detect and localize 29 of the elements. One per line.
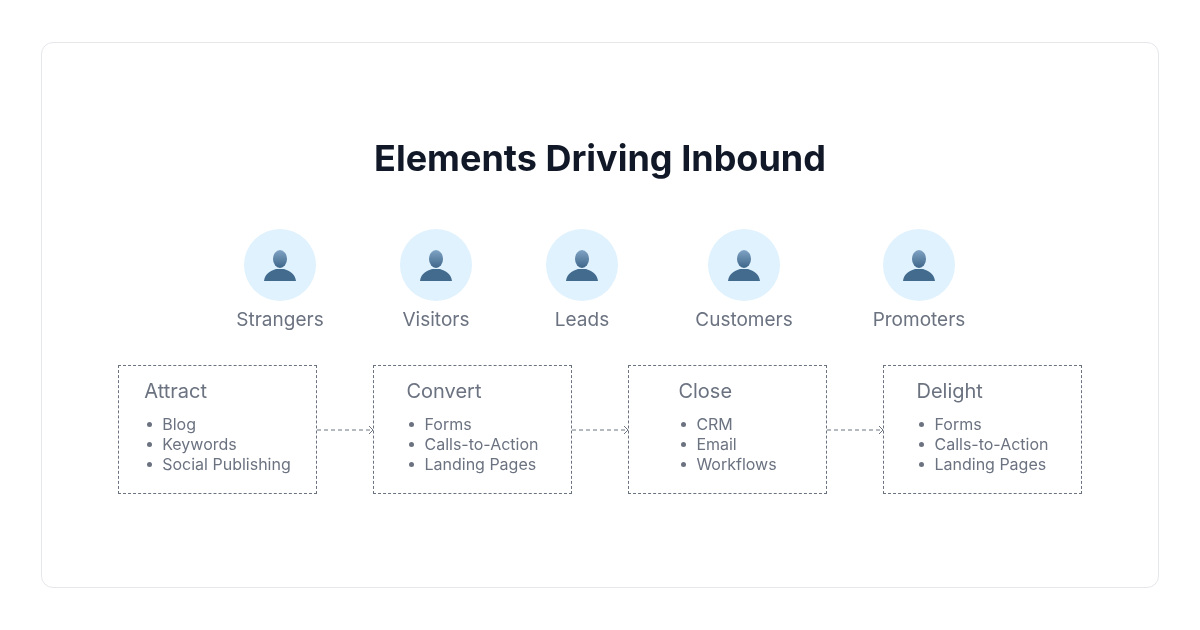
stage-heading: Attract bbox=[144, 378, 208, 404]
stage-box bbox=[883, 365, 1082, 494]
arrow bbox=[826, 425, 884, 435]
bullet-item: Social Publishing bbox=[162, 454, 291, 474]
bullet-item: Forms bbox=[934, 414, 982, 434]
arrow bbox=[316, 425, 374, 435]
bullet-item: Landing Pages bbox=[934, 454, 1047, 474]
bullet-item: Calls-to-Action bbox=[934, 434, 1049, 454]
stage-box bbox=[118, 365, 317, 494]
stage-label: Strangers bbox=[236, 307, 324, 333]
bullet-item: Workflows bbox=[696, 454, 777, 474]
bullet-item: Email bbox=[696, 434, 737, 454]
stage-heading: Close bbox=[678, 378, 734, 404]
bullet-item: Keywords bbox=[162, 434, 237, 454]
stage-box bbox=[628, 365, 827, 494]
stage-heading: Convert bbox=[406, 378, 483, 404]
bullet-item: Landing Pages bbox=[424, 454, 537, 474]
title: Elements Driving Inbound bbox=[373, 135, 827, 181]
bullet-item: CRM bbox=[696, 414, 733, 434]
stage-heading: Delight bbox=[916, 378, 984, 404]
bullet-item: Calls-to-Action bbox=[424, 434, 539, 454]
stage-label: Visitors bbox=[402, 307, 470, 333]
stage-box bbox=[373, 365, 572, 494]
stage-label: Customers bbox=[695, 307, 793, 333]
stage-label: Promoters bbox=[872, 307, 966, 333]
stage-label: Leads bbox=[554, 307, 610, 333]
bullet-item: Blog bbox=[162, 414, 196, 434]
bullet-item: Forms bbox=[424, 414, 472, 434]
arrow bbox=[571, 425, 629, 435]
